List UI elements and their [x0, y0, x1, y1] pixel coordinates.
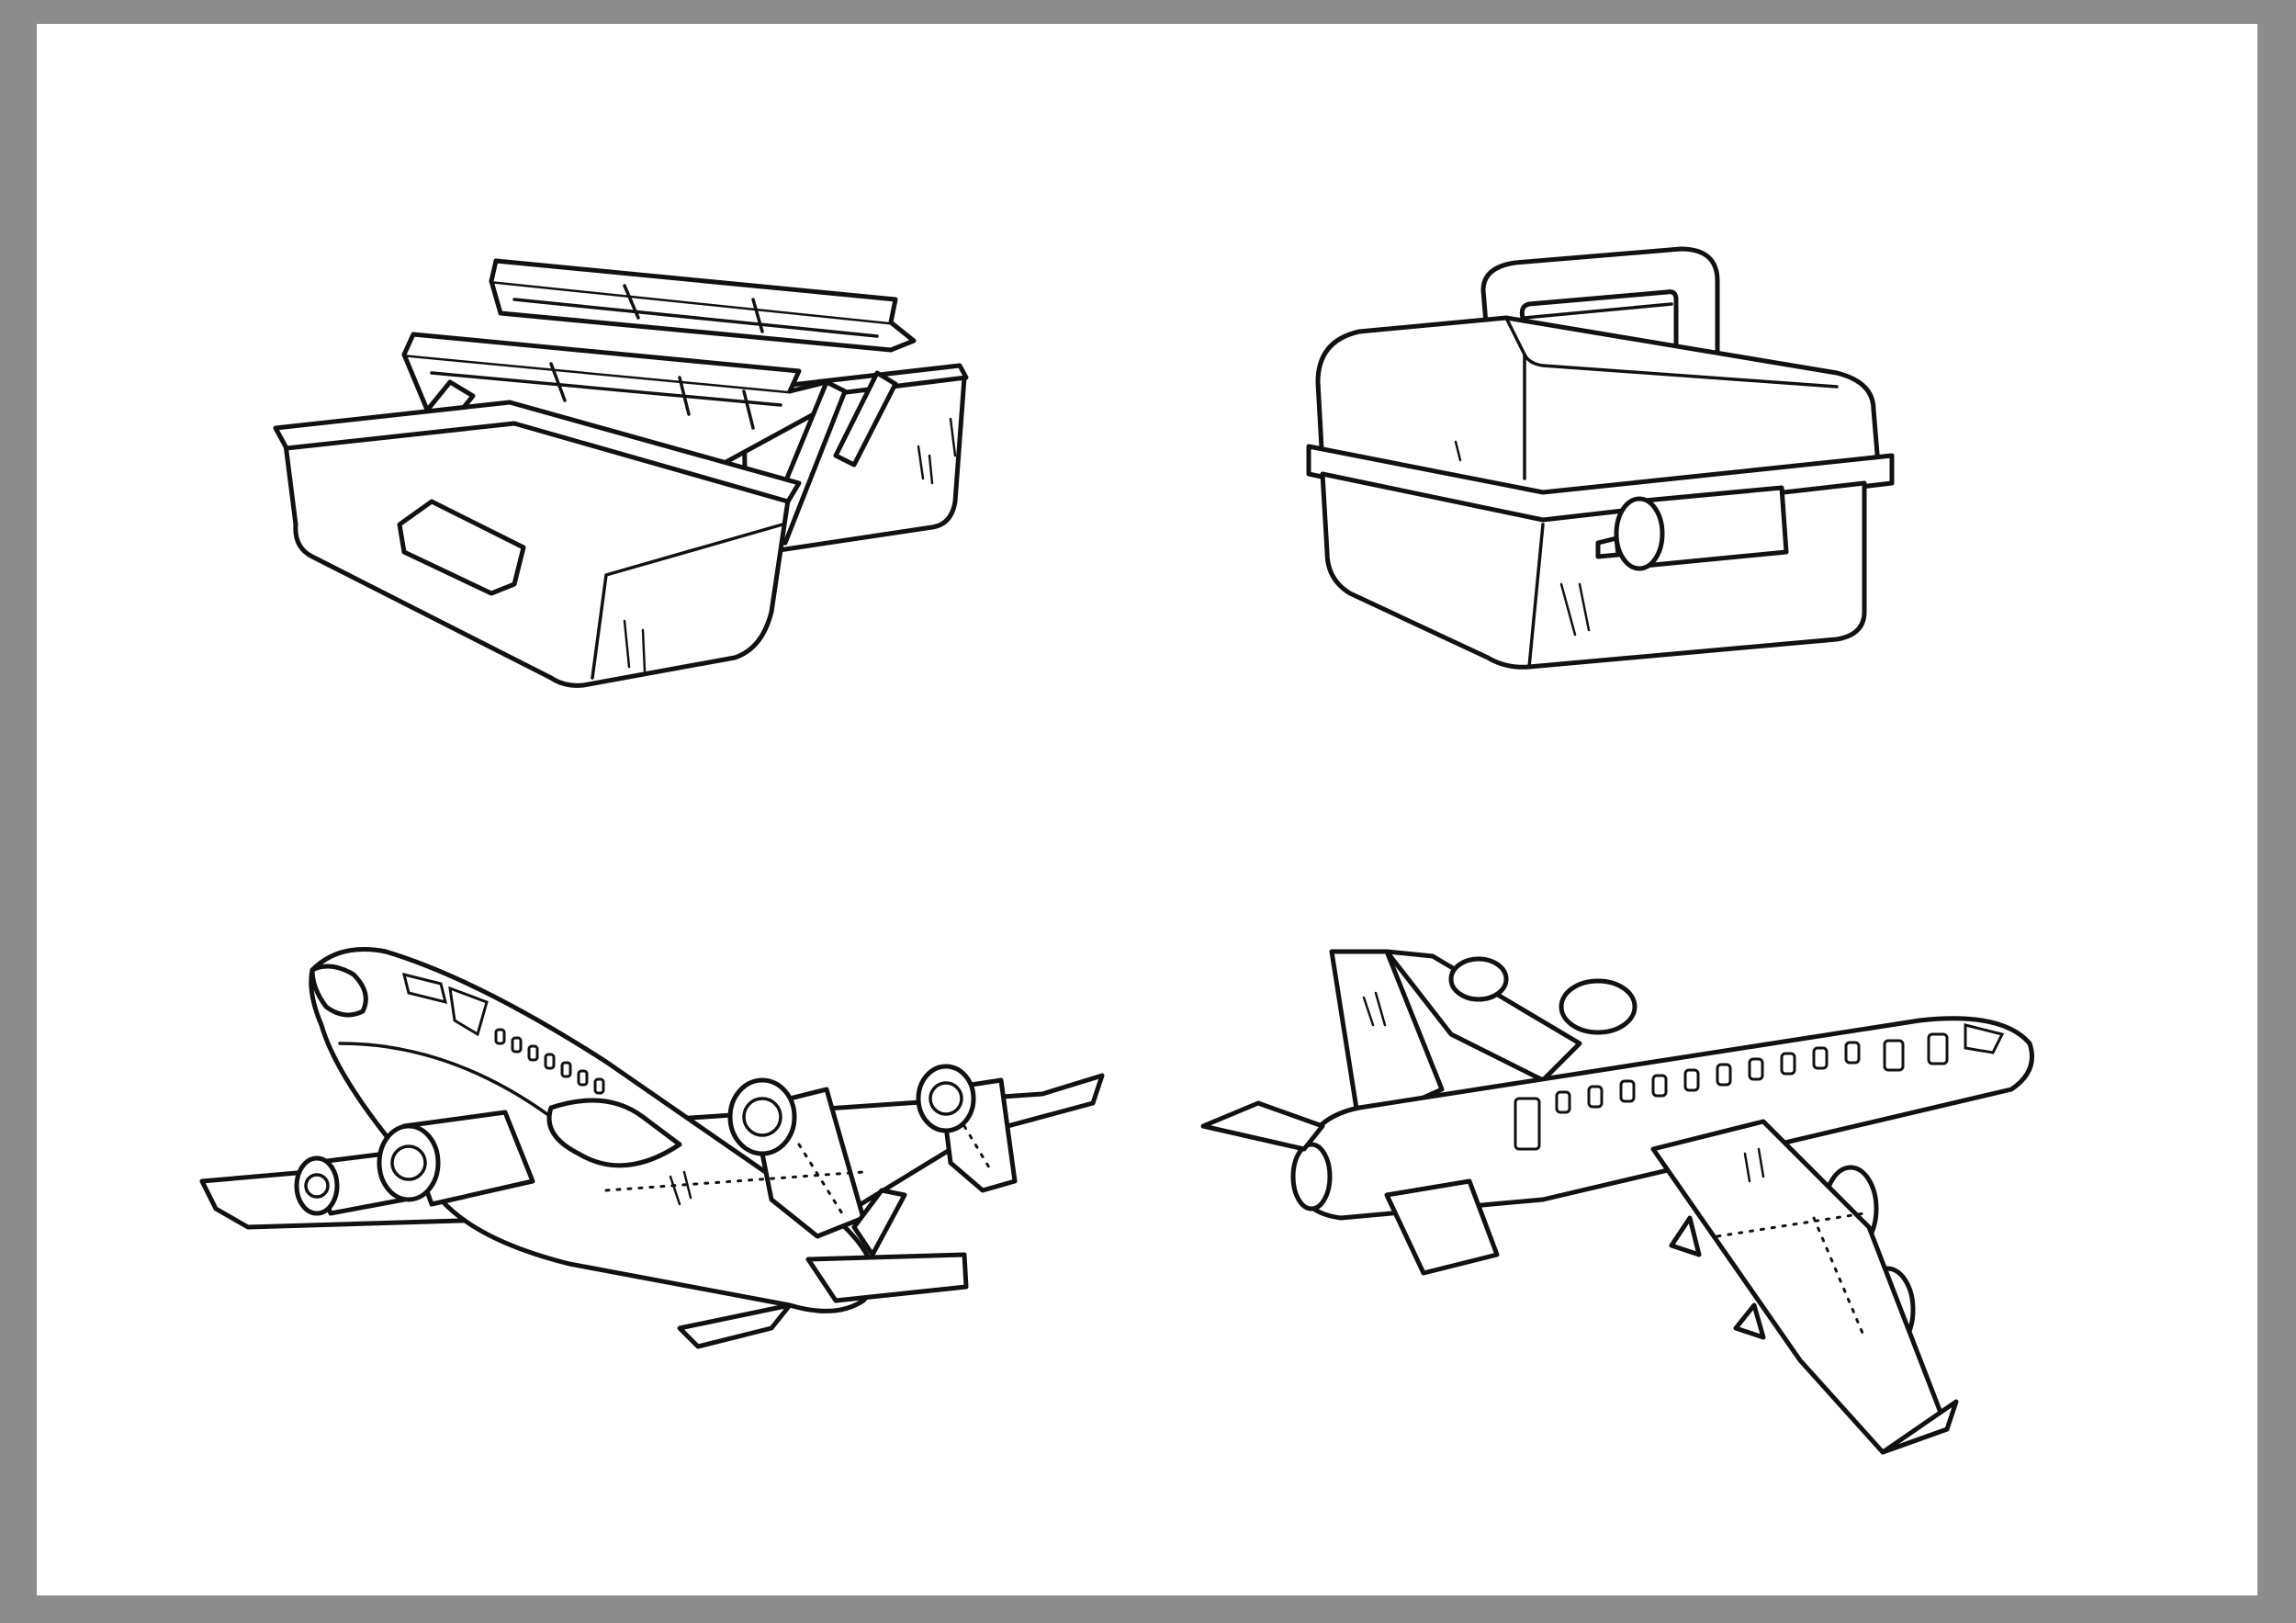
coloring-sheet: [37, 24, 2257, 1595]
left-plane-windows: [494, 1028, 605, 1095]
right-plane-windows: [1555, 1041, 1861, 1114]
toolbox-closed-icon: [1306, 246, 1895, 670]
engine-near-2: [916, 1064, 1018, 1193]
toolbox-open-icon: [273, 258, 969, 688]
engine-near-1: [727, 1077, 866, 1239]
airplane-icon: [199, 947, 1105, 1349]
engine-far-2: [377, 1110, 535, 1207]
line-art-canvas: [199, 246, 2034, 1455]
airplane-icon: [1200, 949, 2034, 1455]
